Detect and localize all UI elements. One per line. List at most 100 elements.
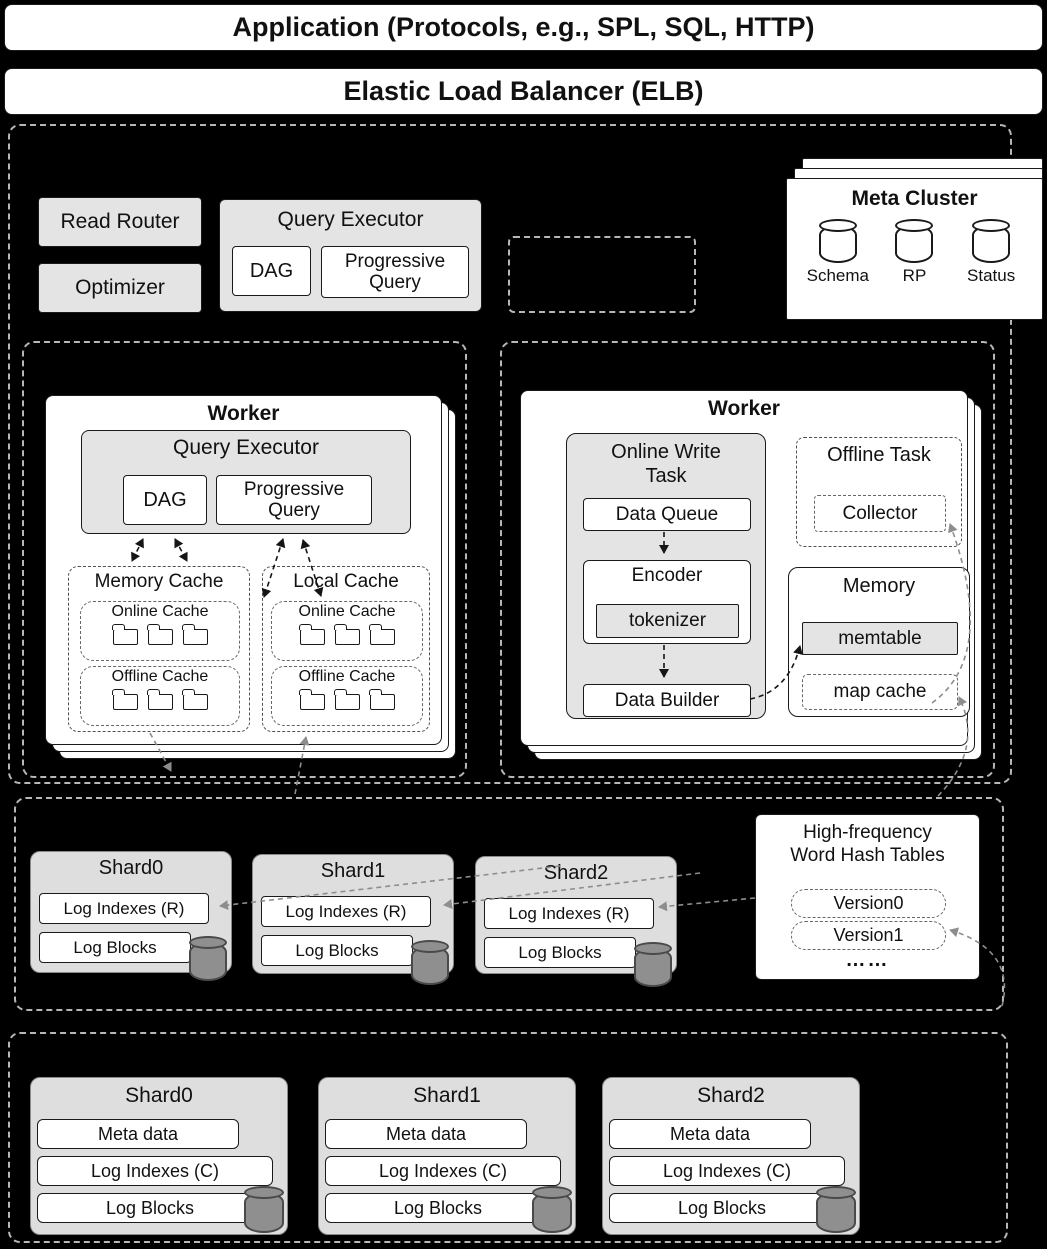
meta-cluster-card: Meta Cluster Schema RP Status <box>786 178 1043 320</box>
write-worker-title: Worker <box>708 397 780 420</box>
database-cylinder-icon <box>895 219 934 263</box>
worker-query-executor-title: Query Executor <box>173 436 319 459</box>
write-worker-card: Worker Online Write Task Data Queue Enco… <box>520 390 970 746</box>
rp-label: RP <box>902 266 927 285</box>
encoder-title: Encoder <box>631 565 703 586</box>
offline-cache-box: Offline Cache <box>271 666 423 726</box>
log-blocks-box: Log Blocks <box>261 935 413 966</box>
shard-card: Shard0 Log Indexes (R) Log Blocks <box>30 851 232 973</box>
read-worker-region <box>22 341 467 778</box>
progressive-query-box: Progressive Query <box>321 246 469 298</box>
worker-dag-box: DAG <box>123 475 207 525</box>
worker-query-executor-box: Query Executor DAG Progressive Query <box>81 430 411 534</box>
database-cylinder-icon <box>244 1186 284 1233</box>
empty-dashed-box <box>508 236 696 313</box>
worker-progressive-query-box: Progressive Query <box>216 475 372 525</box>
log-blocks-box: Log Blocks <box>37 1193 263 1223</box>
shard-title: Shard2 <box>697 1084 765 1107</box>
database-cylinder-icon <box>972 219 1011 263</box>
folder-icon <box>298 623 325 645</box>
folder-icon <box>333 623 360 645</box>
memory-box: Memory memtable map cache <box>788 567 970 717</box>
log-indexes-box: Log Indexes (C) <box>325 1156 561 1186</box>
folder-icon <box>181 623 208 645</box>
folder-icon <box>368 688 395 710</box>
data-queue-box: Data Queue <box>583 498 751 531</box>
compute-layer-region <box>8 124 1012 784</box>
log-blocks-box: Log Blocks <box>39 932 191 963</box>
folder-icon <box>146 623 173 645</box>
log-indexes-box: Log Indexes (R) <box>39 893 209 924</box>
offline-cache-label: Offline Cache <box>111 668 209 685</box>
database-cylinder-icon <box>816 1186 856 1233</box>
shard-card: Shard1 Meta data Log Indexes (C) Log Blo… <box>318 1077 576 1235</box>
local-cache-title: Local Cache <box>293 571 399 592</box>
shard-title: Shard0 <box>125 1084 193 1107</box>
offline-task-box: Offline Task Collector <box>796 437 962 547</box>
folder-icon <box>368 623 395 645</box>
database-cylinder-icon <box>532 1186 572 1233</box>
folder-icon <box>111 688 138 710</box>
log-indexes-box: Log Indexes (C) <box>609 1156 845 1186</box>
online-write-task-box: Online Write Task Data Queue Encoder tok… <box>566 433 766 719</box>
offline-cache-label: Offline Cache <box>298 668 396 685</box>
online-cache-box: Online Cache <box>80 601 240 661</box>
shard-title: Shard1 <box>413 1084 481 1107</box>
database-cylinder-icon <box>189 936 227 981</box>
online-cache-label: Online Cache <box>111 603 209 620</box>
optimizer-box: Optimizer <box>38 263 202 313</box>
compacted-store-region <box>8 1032 1008 1243</box>
offline-task-title: Offline Task <box>827 444 931 466</box>
status-label: Status <box>967 266 1016 285</box>
meta-node-schema: Schema <box>798 219 878 286</box>
query-executor-box: Query Executor DAG Progressive Query <box>219 199 482 312</box>
folder-icon <box>146 688 173 710</box>
shard-card: Shard0 Meta data Log Indexes (C) Log Blo… <box>30 1077 288 1235</box>
folder-icon <box>333 688 360 710</box>
database-cylinder-icon <box>634 942 672 987</box>
elb-bar: Elastic Load Balancer (ELB) <box>4 68 1043 115</box>
meta-data-box: Meta data <box>609 1119 811 1149</box>
offline-cache-box: Offline Cache <box>80 666 240 726</box>
online-cache-label: Online Cache <box>298 603 396 620</box>
folder-icon <box>111 623 138 645</box>
memtable-box: memtable <box>802 622 958 655</box>
local-cache-box: Local Cache Online Cache Offline Cache <box>262 566 430 732</box>
log-indexes-box: Log Indexes (R) <box>261 896 431 927</box>
online-cache-box: Online Cache <box>271 601 423 661</box>
database-cylinder-icon <box>818 219 857 263</box>
application-bar: Application (Protocols, e.g., SPL, SQL, … <box>4 4 1043 51</box>
meta-node-rp: RP <box>879 219 949 286</box>
log-blocks-box: Log Blocks <box>609 1193 835 1223</box>
version0-box: Version0 <box>791 889 946 918</box>
memory-cache-title: Memory Cache <box>94 571 224 592</box>
folder-icon <box>181 688 208 710</box>
data-builder-box: Data Builder <box>583 684 751 717</box>
shard-title: Shard0 <box>98 857 164 879</box>
meta-cluster-title: Meta Cluster <box>851 187 978 210</box>
log-indexes-box: Log Indexes (C) <box>37 1156 273 1186</box>
log-blocks-box: Log Blocks <box>325 1193 551 1223</box>
collector-box: Collector <box>814 495 946 532</box>
hash-tables-box: High-frequency Word Hash Tables Version0… <box>755 814 980 980</box>
folder-icon <box>298 688 325 710</box>
tokenizer-box: tokenizer <box>596 604 739 638</box>
realtime-store-region <box>14 797 1004 1011</box>
meta-data-box: Meta data <box>325 1119 527 1149</box>
memory-title: Memory <box>842 575 916 597</box>
dag-box: DAG <box>232 246 311 296</box>
hash-tables-title: High-frequency Word Hash Tables <box>790 822 945 866</box>
read-worker-title: Worker <box>207 402 280 425</box>
shard-title: Shard2 <box>543 862 609 884</box>
memory-cache-box: Memory Cache Online Cache Offline Cache <box>68 566 250 732</box>
log-indexes-box: Log Indexes (R) <box>484 898 654 929</box>
read-router-box: Read Router <box>38 197 202 247</box>
meta-data-box: Meta data <box>37 1119 239 1149</box>
database-cylinder-icon <box>411 940 449 985</box>
read-worker-card: Worker Query Executor DAG Progressive Qu… <box>45 395 442 745</box>
version1-box: Version1 <box>791 921 946 950</box>
meta-node-status: Status <box>951 219 1031 286</box>
schema-label: Schema <box>806 266 870 285</box>
more-versions-ellipsis: …… <box>845 949 890 971</box>
